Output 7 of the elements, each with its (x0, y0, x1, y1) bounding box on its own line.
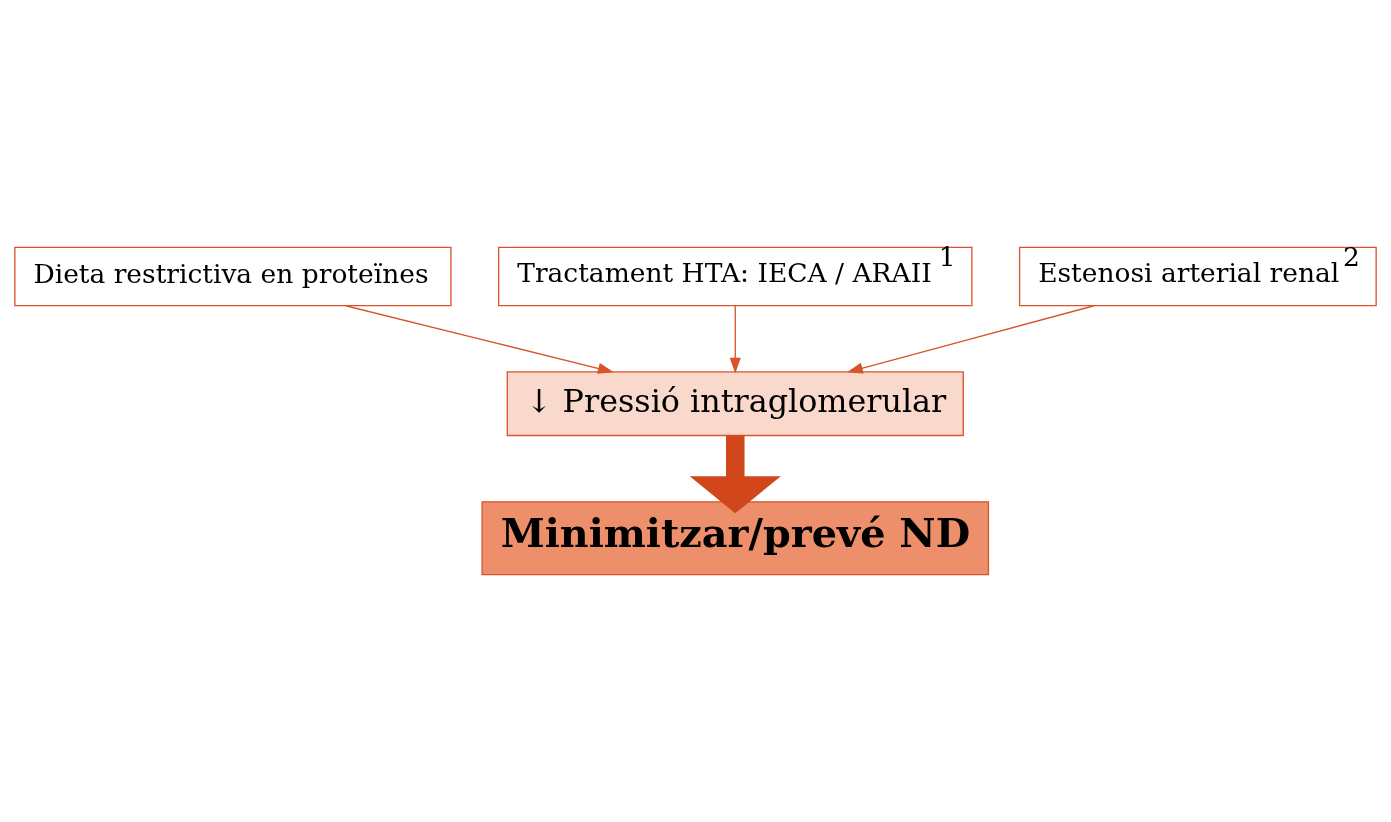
node-box: Dieta restrictiva en proteïnes (14, 246, 452, 307)
arrow (729, 305, 741, 374)
arrow (689, 435, 781, 514)
arrow (846, 305, 1095, 374)
arrow (344, 305, 614, 374)
node-box: Minimitzar/prevé ND (481, 501, 990, 576)
node-box: ↓ Pressió intraglomerular (506, 371, 964, 437)
